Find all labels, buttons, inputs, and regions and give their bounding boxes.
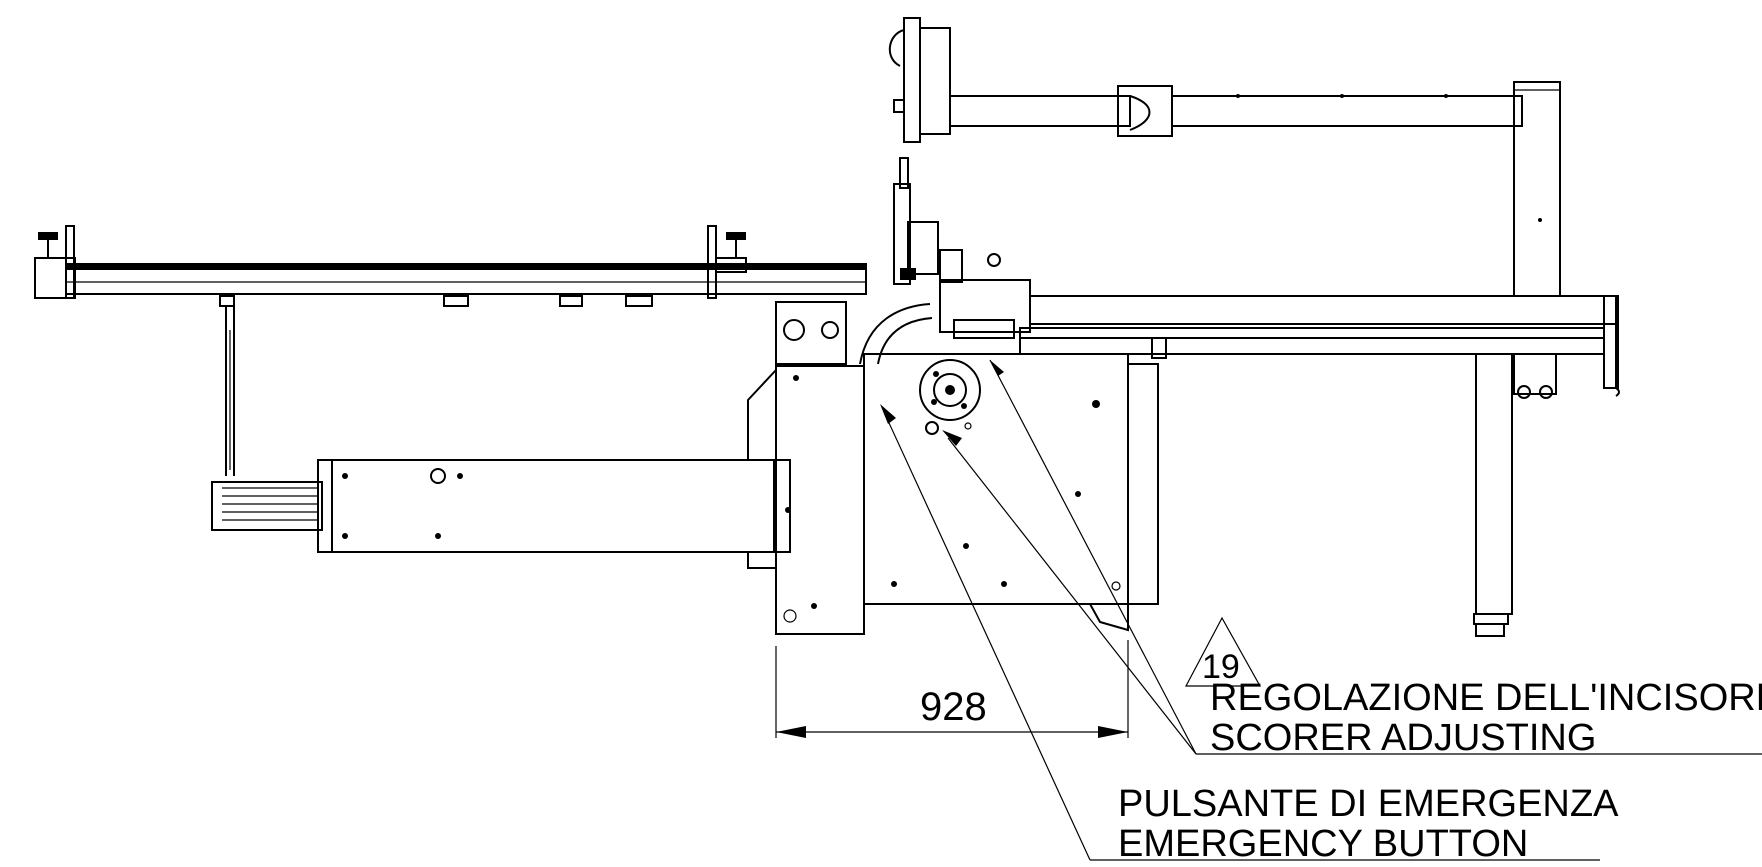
label-scorer-it: REGOLAZIONE DELL'INCISORE (1210, 677, 1762, 719)
sliding-table (34, 225, 867, 553)
callout-19: 19 (1185, 616, 1262, 687)
label-scorer-en: SCORER ADJUSTING (1210, 717, 1596, 759)
dimension-928: 928 (775, 640, 1129, 738)
leader-lines (880, 359, 1762, 861)
machine-body (747, 353, 1159, 635)
label-emergency-en: EMERGENCY BUTTON (1118, 823, 1528, 865)
labels: REGOLAZIONE DELL'INCISORE SCORER ADJUSTI… (1118, 677, 1762, 865)
right-table (1019, 295, 1620, 637)
dimension-value: 928 (920, 685, 987, 729)
label-emergency-it: PULSANTE DI EMERGENZA (1118, 783, 1619, 825)
saw-assembly (775, 157, 1031, 435)
callout-number: 19 (1202, 648, 1240, 686)
